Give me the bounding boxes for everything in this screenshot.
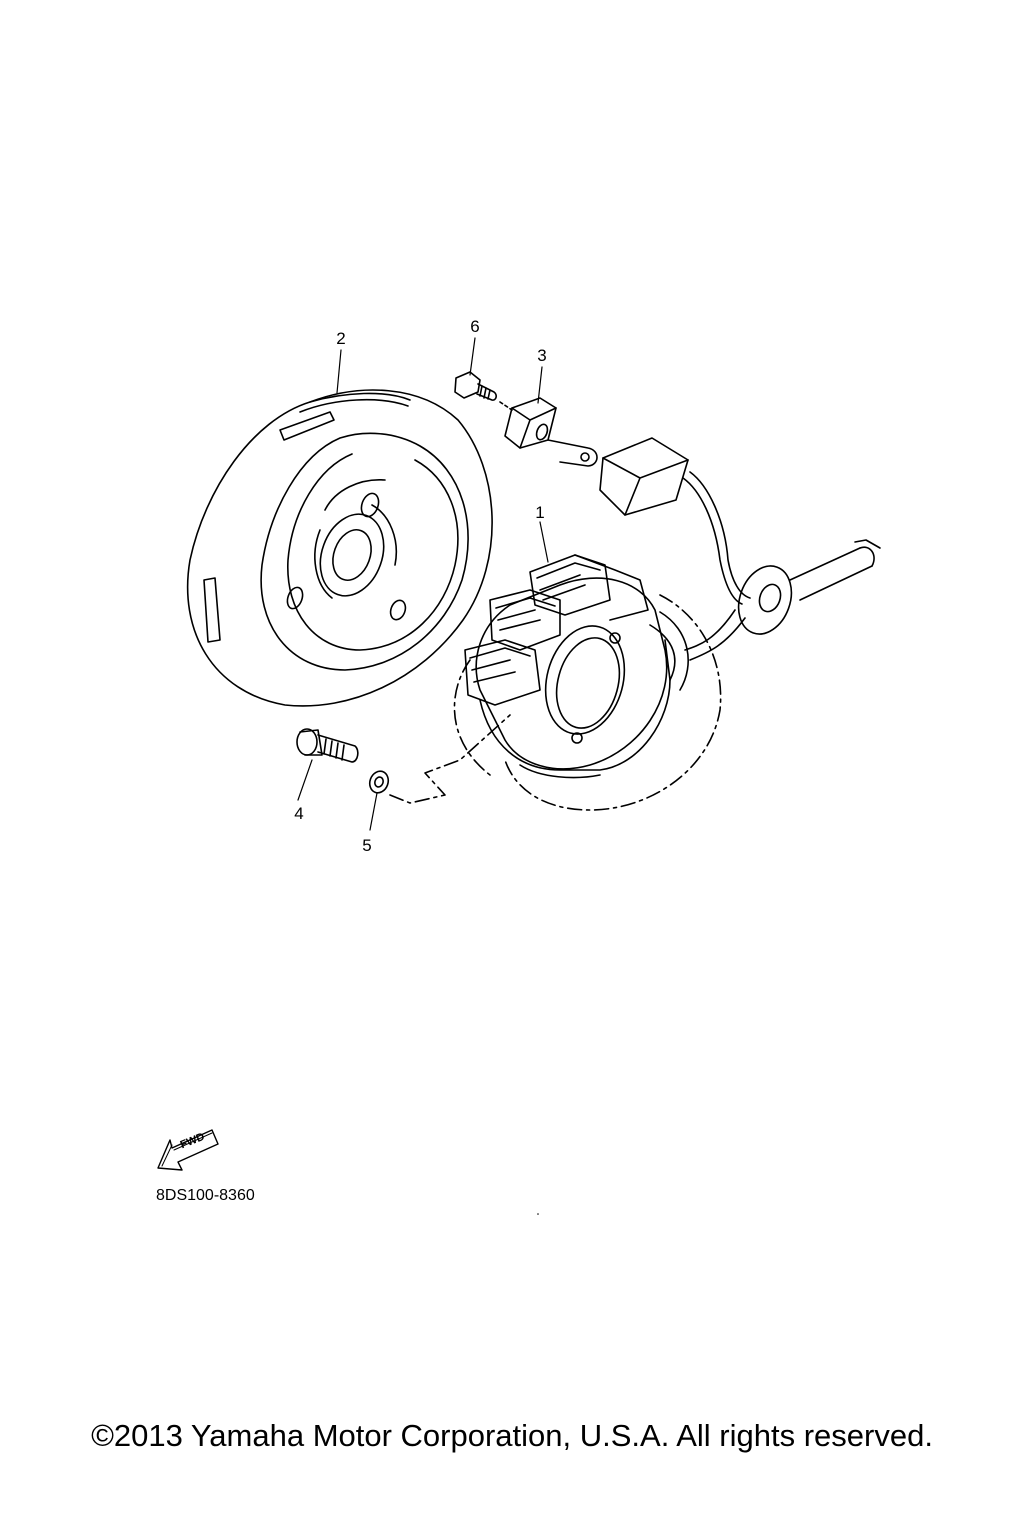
alignment-lines: [390, 595, 721, 810]
rotor-flywheel-part: [188, 390, 492, 706]
callout-5: 5: [362, 836, 372, 855]
pickup-coil-part: [505, 398, 597, 466]
callout-6: 6: [470, 317, 480, 336]
stray-dot: [537, 1213, 539, 1215]
bolt-part-4: [297, 729, 358, 762]
callout-1: 1: [535, 503, 545, 522]
wire-harness: [600, 438, 880, 660]
callout-2: 2: [336, 329, 346, 348]
leader-lines: [298, 338, 548, 830]
callout-4: 4: [294, 804, 304, 823]
callout-3: 3: [537, 346, 547, 365]
washer-part-5: [367, 769, 391, 796]
bolt-part-6: [455, 372, 512, 410]
stator-assembly-part: [465, 555, 688, 778]
copyright-notice: ©2013 Yamaha Motor Corporation, U.S.A. A…: [91, 1418, 933, 1453]
diagram-code: 8DS100-8360: [156, 1187, 255, 1204]
fwd-arrow-icon: [158, 1130, 218, 1170]
